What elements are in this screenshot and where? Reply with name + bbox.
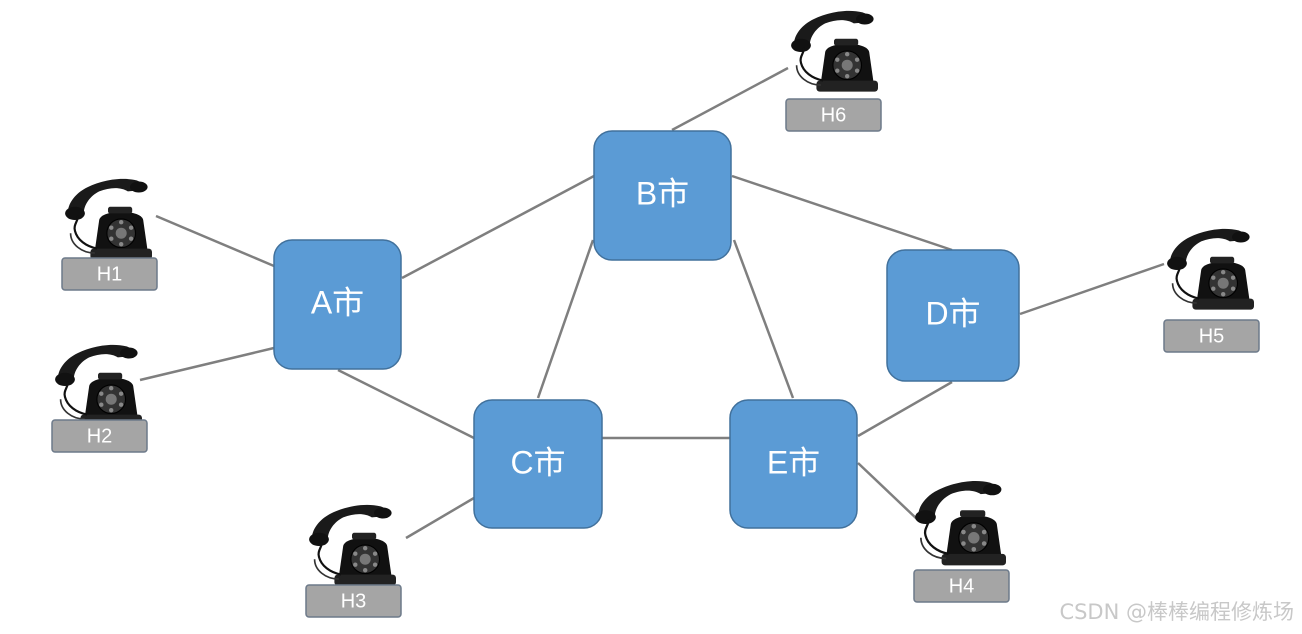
link-b-e <box>732 239 795 399</box>
host-h1: H1 <box>61 177 158 291</box>
link-b-d <box>731 174 953 252</box>
node-c-label: C市 <box>510 444 565 480</box>
host-h1-label: H1 <box>97 263 123 285</box>
telephone-icon <box>63 177 154 261</box>
node-a-label: A市 <box>311 284 364 320</box>
link-b-c <box>536 239 595 399</box>
link-h5-d <box>1019 262 1165 316</box>
link-h1-a <box>155 214 275 268</box>
node-b-label: B市 <box>636 175 689 211</box>
host-h5-label: H5 <box>1199 325 1225 347</box>
node-e-label: E市 <box>767 444 820 480</box>
host-h4-label: H4 <box>949 575 975 597</box>
telephone-icon <box>308 503 398 587</box>
host-h2-label: H2 <box>87 425 113 447</box>
watermark: CSDN @棒棒编程修炼场 <box>1059 600 1294 624</box>
host-h3: H3 <box>305 503 402 618</box>
telephone-icon <box>1165 227 1256 311</box>
node-b: B市 <box>593 130 732 261</box>
link-h6-b <box>671 66 789 132</box>
telephone-icon <box>53 343 144 427</box>
host-h6: H6 <box>785 9 882 132</box>
host-h4: H4 <box>913 479 1010 603</box>
links <box>139 66 1165 540</box>
link-h3-c <box>405 496 475 540</box>
link-h4-e <box>857 462 919 521</box>
host-h2: H2 <box>51 343 148 453</box>
node-d: D市 <box>886 249 1020 382</box>
link-d-e <box>857 380 953 438</box>
host-h6-label: H6 <box>821 104 847 126</box>
telephone-icon <box>914 479 1008 567</box>
link-a-c <box>337 368 475 440</box>
host-h3-label: H3 <box>341 590 367 612</box>
link-a-b <box>401 174 595 280</box>
node-e: E市 <box>729 399 858 529</box>
link-h2-a <box>139 346 275 382</box>
host-h5: H5 <box>1163 227 1260 353</box>
node-d-label: D市 <box>925 295 980 331</box>
node-a: A市 <box>273 239 402 370</box>
telephone-icon <box>789 9 880 93</box>
node-c: C市 <box>473 399 603 529</box>
